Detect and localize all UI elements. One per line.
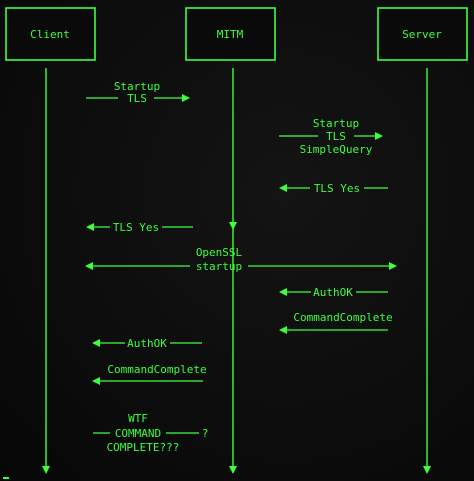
message-label: COMPLETE???: [107, 441, 180, 454]
participant-server-label: Server: [402, 28, 442, 41]
lifeline-client-arrowhead: [42, 466, 50, 474]
message-label: startup: [196, 260, 242, 273]
arrow-head-left: [279, 288, 287, 296]
terminal-cursor: [3, 477, 9, 479]
message-label: OpenSSL: [196, 246, 243, 259]
arrow-head-left: [85, 262, 93, 270]
message-label: AuthOK: [127, 337, 167, 350]
participant-mitm-box: [185, 7, 276, 61]
message-commandcomplete-mitm-to-client: CommandComplete: [92, 363, 207, 385]
message-authok-server-to-mitm: AuthOK: [279, 286, 388, 299]
message-label: SimpleQuery: [300, 143, 373, 156]
message-label: Startup: [313, 117, 359, 130]
message-label: TLS Yes: [314, 182, 360, 195]
message-startup-tls-client-to-mitm: Startup TLS: [86, 80, 190, 105]
participant-mitm: MITM: [185, 7, 276, 61]
message-end-question: ?: [202, 427, 209, 440]
message-label: AuthOK: [313, 286, 353, 299]
arrow-head-left: [92, 377, 100, 385]
arrow-head-right: [389, 262, 397, 270]
participant-server-box: [377, 7, 468, 61]
message-commandcomplete-server-to-mitm: CommandComplete: [279, 311, 393, 334]
message-label: TLS Yes: [113, 221, 159, 234]
message-label: CommandComplete: [107, 363, 206, 376]
participant-mitm-label: MITM: [217, 28, 244, 41]
message-tls-yes-server-to-mitm: TLS Yes: [279, 182, 388, 195]
arrow-head-right: [182, 94, 190, 102]
message-label: WTF: [128, 412, 148, 425]
message-label: Startup: [114, 80, 160, 93]
arrow-head-left: [279, 184, 287, 192]
participant-client: Client: [5, 7, 96, 61]
message-startup-tls-simplequery-mitm-to-server: Startup TLS SimpleQuery: [279, 117, 383, 156]
participant-server: Server: [377, 7, 468, 61]
participant-client-label: Client: [30, 28, 70, 41]
message-label: CommandComplete: [293, 311, 392, 324]
arrow-head-left: [279, 326, 287, 334]
message-wtf-command-complete: WTF COMMAND ? COMPLETE???: [93, 412, 208, 454]
message-openssl-startup-client-server: OpenSSL startup: [85, 246, 397, 273]
message-label: TLS: [326, 130, 346, 143]
mitm-lifeline-mid-arrowhead: [229, 222, 237, 230]
message-label: TLS: [127, 92, 147, 105]
arrow-head-left: [86, 223, 94, 231]
message-tls-yes-mitm-to-client: TLS Yes: [86, 221, 193, 234]
message-authok-mitm-to-client: AuthOK: [92, 337, 202, 350]
arrow-head-right: [375, 132, 383, 140]
message-label: COMMAND: [115, 427, 161, 440]
participant-client-box: [5, 7, 96, 61]
lifeline-mitm-arrowhead: [229, 466, 237, 474]
lifeline-server-arrowhead: [423, 466, 431, 474]
arrow-head-left: [92, 339, 100, 347]
